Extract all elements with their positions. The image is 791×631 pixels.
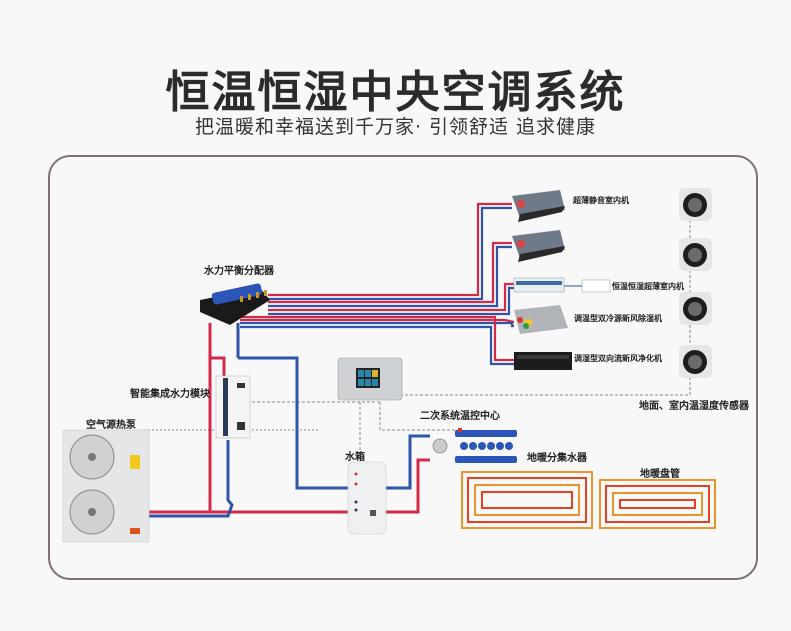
sensor-3 [679, 292, 712, 325]
signal-line-sensors [400, 370, 691, 396]
page-subtitle: 把温暖和幸福送到千万家· 引领舒适 追求健康 [194, 116, 597, 138]
dehumidifier-device [514, 305, 568, 334]
pipes-main [148, 323, 430, 518]
sensors [679, 188, 712, 378]
water-tank-device [347, 461, 387, 535]
label-controller: 二次系统温控中心 [420, 411, 500, 422]
signal-lines [140, 205, 691, 488]
label-hydraulic-module: 智能集成水力模块 [130, 389, 210, 400]
hydraulic-module-device [215, 375, 251, 439]
label-indoor-unit: 超薄静音室内机 [573, 196, 629, 205]
indoor-unit-3 [513, 277, 611, 293]
label-floor-manifold: 地暖分集水器 [527, 453, 587, 464]
sensor-1 [679, 188, 712, 221]
label-purifier: 调湿型双向流新风净化机 [574, 354, 662, 363]
pipes-indoor [240, 202, 515, 366]
heat-pump-device [62, 429, 150, 543]
diagram-frame [48, 155, 758, 580]
floor-coil-right [599, 479, 716, 529]
sensor-2 [679, 238, 712, 271]
label-sensors: 地面、室内温湿度传感器 [639, 401, 749, 412]
label-heat-pump: 空气源热泵 [86, 420, 136, 431]
controller-device [337, 357, 403, 401]
label-indoor-unit-humidity: 恒温恒湿超薄室内机 [612, 282, 684, 291]
page-title: 恒温恒湿中央空调系统 [165, 67, 626, 118]
label-floor-coil: 地暖盘管 [640, 469, 680, 480]
label-distributor: 水力平衡分配器 [204, 266, 274, 277]
sensor-4 [679, 345, 712, 378]
indoor-unit-2 [512, 230, 565, 262]
label-water-tank: 水箱 [345, 452, 365, 463]
floor-coil-left [461, 471, 593, 529]
label-dehumidifier: 调温型双冷源新风除湿机 [574, 314, 662, 323]
floor-manifold-device [432, 428, 517, 463]
indoor-unit-1 [512, 190, 565, 222]
purifier-device [514, 352, 572, 370]
distributor-device [200, 283, 270, 325]
signal-line-manifold [379, 402, 460, 431]
